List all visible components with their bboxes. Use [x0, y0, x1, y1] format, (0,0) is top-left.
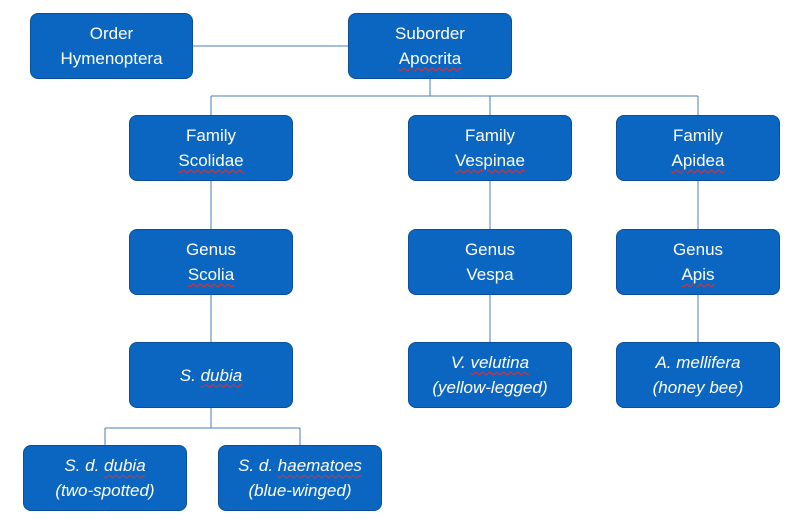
node-rank-label: Genus: [672, 240, 724, 259]
node-species-v-velutina: V. velutina (yellow-legged): [408, 342, 572, 408]
node-species-prefix: S. d.: [64, 456, 100, 475]
node-taxon-name: Vespa: [466, 265, 514, 284]
node-taxon-name: Apis: [681, 265, 715, 284]
node-species-prefix: A.: [655, 353, 672, 372]
node-rank-label: Genus: [464, 240, 516, 259]
node-species-prefix: V.: [450, 353, 466, 372]
node-common-name: (honey bee): [652, 378, 744, 397]
node-taxon-name: Vespinae: [455, 151, 525, 170]
node-subspecies-s-d-haematoes: S. d. haematoes (blue-winged): [218, 445, 382, 511]
node-common-name: (two-spotted): [55, 481, 155, 500]
node-genus-scolia: Genus Scolia: [129, 229, 293, 295]
node-taxon-name: Scolidae: [178, 151, 244, 170]
node-species-name: velutina: [470, 353, 530, 372]
node-genus-vespa: Genus Vespa: [408, 229, 572, 295]
node-rank-label: Family: [464, 126, 516, 145]
node-taxon-name: Apocrita: [398, 49, 462, 68]
node-order-hymenoptera: Order Hymenoptera: [30, 13, 193, 79]
node-species-name: dubia: [104, 456, 146, 475]
node-subspecies-s-d-dubia: S. d. dubia (two-spotted): [23, 445, 187, 511]
node-species-prefix: S. d.: [238, 456, 274, 475]
node-rank-label: Order: [89, 24, 134, 43]
node-genus-apis: Genus Apis: [616, 229, 780, 295]
node-family-apidea: Family Apidea: [616, 115, 780, 181]
node-species-line: S. dubia: [180, 363, 242, 388]
node-rank-label: Suborder: [395, 24, 465, 43]
node-rank-label: Genus: [185, 240, 237, 259]
node-species-line: A. mellifera: [655, 350, 740, 375]
node-taxon-name: Hymenoptera: [60, 49, 163, 68]
node-species-s-dubia: S. dubia: [129, 342, 293, 408]
node-taxon-name: Apidea: [671, 151, 725, 170]
node-species-name: dubia: [200, 365, 243, 385]
node-rank-label: Family: [672, 126, 724, 145]
node-common-name: (blue-winged): [248, 481, 352, 500]
node-suborder-apocrita: Suborder Apocrita: [348, 13, 512, 79]
node-species-line: S. d. dubia: [64, 453, 145, 478]
node-common-name: (yellow-legged): [432, 378, 548, 397]
node-family-vespinae: Family Vespinae: [408, 115, 572, 181]
node-species-name: haematoes: [277, 456, 362, 475]
node-family-scolidae: Family Scolidae: [129, 115, 293, 181]
node-species-line: V. velutina: [451, 350, 529, 375]
node-species-a-mellifera: A. mellifera (honey bee): [616, 342, 780, 408]
node-species-name: mellifera: [676, 353, 741, 372]
node-taxon-name: Scolia: [187, 265, 235, 284]
node-species-line: S. d. haematoes: [238, 453, 362, 478]
node-rank-label: Family: [185, 126, 237, 145]
node-species-prefix: S.: [179, 365, 196, 385]
